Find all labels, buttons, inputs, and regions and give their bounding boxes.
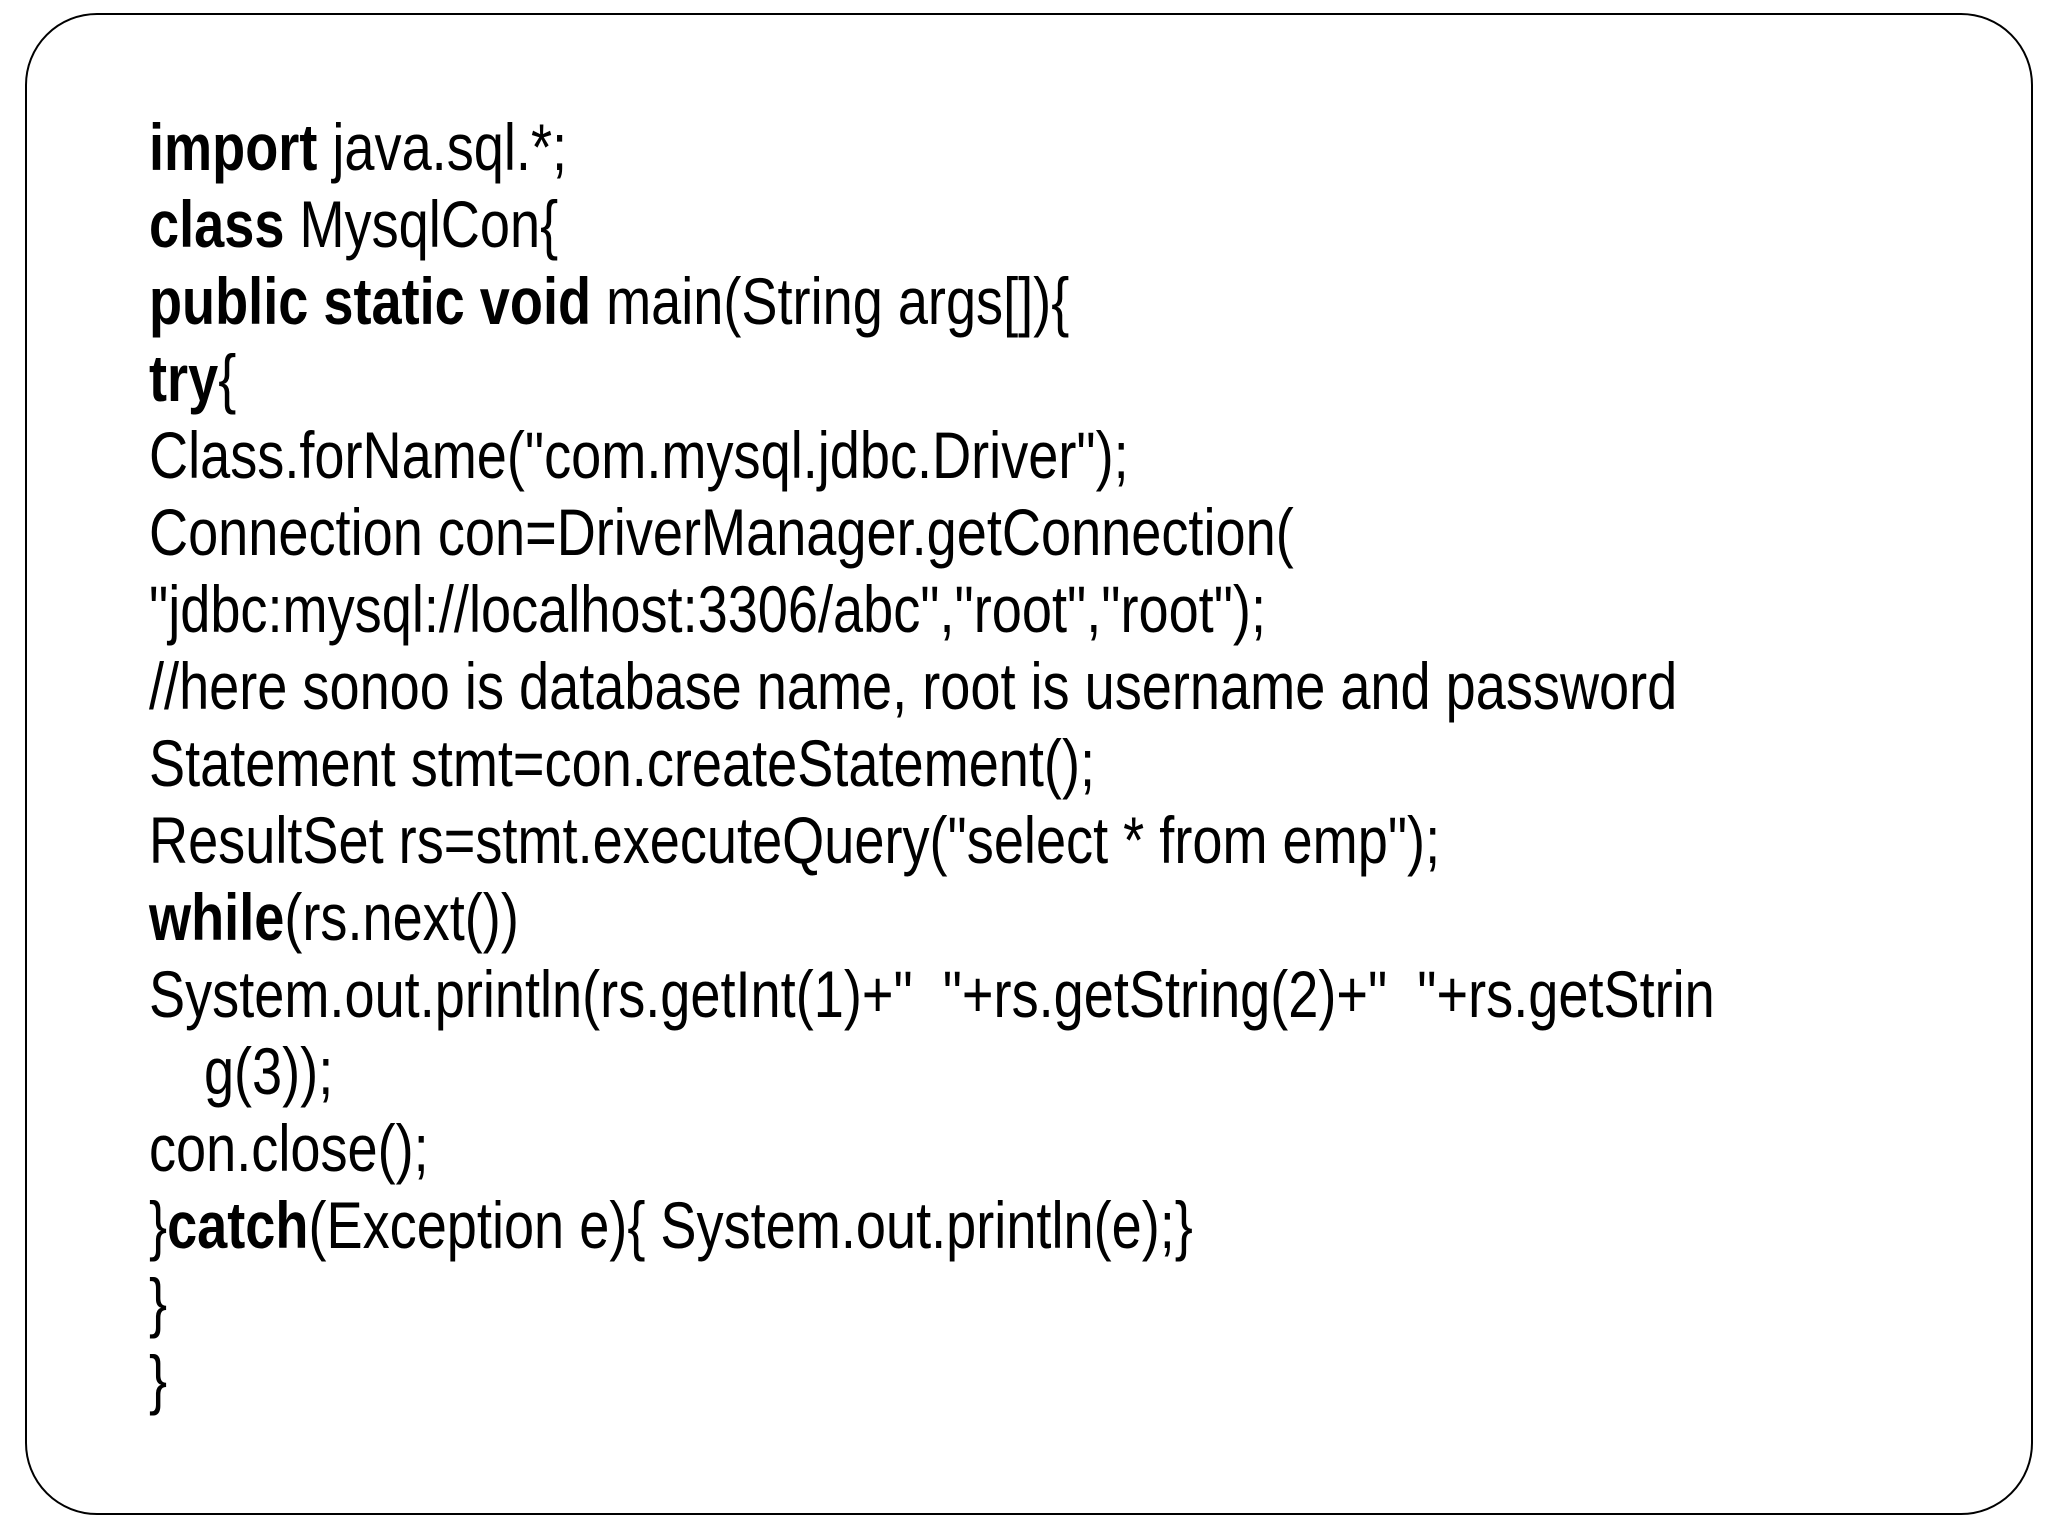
code-text: } xyxy=(149,1342,168,1416)
code-keyword: import xyxy=(149,110,318,184)
code-line: }catch(Exception e){ System.out.println(… xyxy=(149,1187,2048,1264)
code-text: ResultSet rs=stmt.executeQuery("select *… xyxy=(149,803,1441,877)
code-line: try{ xyxy=(149,340,2048,417)
code-line: public static void main(String args[]){ xyxy=(149,263,2048,340)
code-keyword: try xyxy=(149,341,219,415)
code-keyword: while xyxy=(149,880,285,954)
code-line: g(3)); xyxy=(149,1033,2048,1110)
code-line: System.out.println(rs.getInt(1)+" "+rs.g… xyxy=(149,956,2048,1033)
code-text: //here sonoo is database name, root is u… xyxy=(149,649,1678,723)
code-line: while(rs.next()) xyxy=(149,879,2048,956)
code-text: (Exception e){ System.out.println(e);} xyxy=(308,1188,1193,1262)
code-line: import java.sql.*; xyxy=(149,109,2048,186)
code-text: con.close(); xyxy=(149,1111,429,1185)
code-text: } xyxy=(149,1265,168,1339)
code-line: Statement stmt=con.createStatement(); xyxy=(149,725,2048,802)
code-text: Connection con=DriverManager.getConnecti… xyxy=(149,495,1294,569)
code-text: { xyxy=(218,341,237,415)
code-text: (rs.next()) xyxy=(284,880,519,954)
code-line: } xyxy=(149,1264,2048,1341)
code-block: import java.sql.*;class MysqlCon{public … xyxy=(149,109,2048,1418)
code-text: java.sql.*; xyxy=(317,110,568,184)
code-text: "jdbc:mysql://localhost:3306/abc","root"… xyxy=(149,572,1266,646)
code-line: class MysqlCon{ xyxy=(149,186,2048,263)
code-keyword: class xyxy=(149,187,285,261)
slide-frame: import java.sql.*; class MysqlCon{public … xyxy=(25,13,2033,1515)
code-line: ResultSet rs=stmt.executeQuery("select *… xyxy=(149,802,2048,879)
code-text: g(3)); xyxy=(203,1034,334,1108)
code-line: Class.forName("com.mysql.jdbc.Driver"); xyxy=(149,417,2048,494)
code-text: Class.forName("com.mysql.jdbc.Driver"); xyxy=(149,418,1129,492)
code-keyword: public static void xyxy=(149,264,592,338)
code-text: System.out.println(rs.getInt(1)+" "+rs.g… xyxy=(149,957,1715,1031)
code-line: con.close(); xyxy=(149,1110,2048,1187)
code-text: } xyxy=(149,1188,168,1262)
code-keyword: catch xyxy=(167,1188,309,1262)
code-line: Connection con=DriverManager.getConnecti… xyxy=(149,494,2048,571)
code-line: } xyxy=(149,1341,2048,1418)
code-text: Statement stmt=con.createStatement(); xyxy=(149,726,1096,800)
code-line: //here sonoo is database name, root is u… xyxy=(149,648,2048,725)
code-text: main(String args[]){ xyxy=(591,264,1070,338)
code-text: MysqlCon{ xyxy=(284,187,559,261)
code-line: "jdbc:mysql://localhost:3306/abc","root"… xyxy=(149,571,2048,648)
